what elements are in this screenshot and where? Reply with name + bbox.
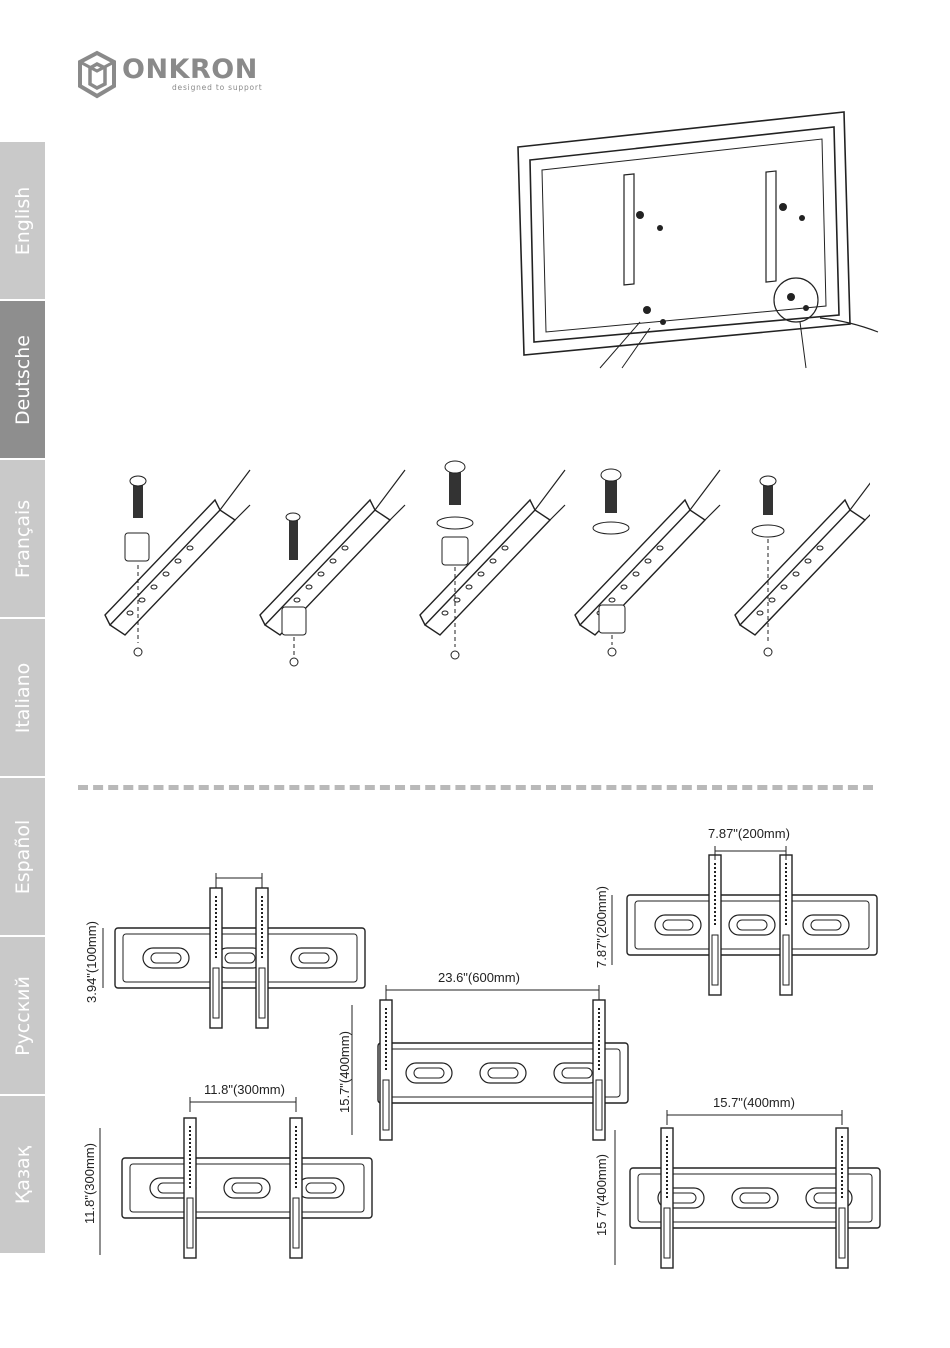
vesa-100-diagram	[103, 873, 365, 1028]
vesa-600-width-label: 23.6"(600mm)	[438, 970, 520, 985]
vesa-400-height-label: 15 7"(400mm)	[594, 1154, 609, 1236]
vesa-400-width-label: 15.7"(400mm)	[713, 1095, 795, 1110]
vesa-600-diagram	[352, 985, 628, 1140]
vesa-200-width-label: 7.87"(200mm)	[708, 826, 790, 841]
vesa-300-width-label: 11.8"(300mm)	[204, 1082, 285, 1097]
vesa-100-height-label: 3.94"(100mm)	[84, 921, 99, 1003]
vesa-600-height-label: 15.7"(400mm)	[337, 1031, 352, 1113]
vesa-300-diagram	[100, 1097, 372, 1258]
vesa-200-diagram	[612, 846, 877, 995]
vesa-400-diagram	[615, 1110, 880, 1268]
vesa-300-height-label: 11.8"(300mm)	[82, 1143, 97, 1224]
vesa-200-height-label: 7.87"(200mm)	[594, 886, 609, 968]
